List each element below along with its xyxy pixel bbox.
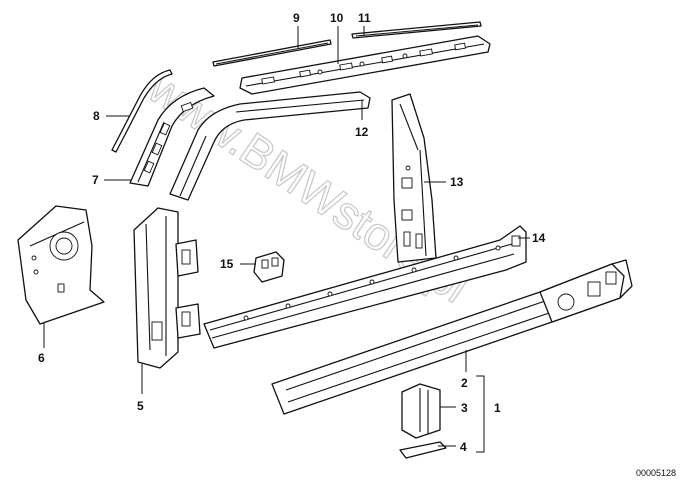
part-4-plate [399, 441, 447, 459]
callout-10: 10 [330, 11, 344, 25]
part-14-inner-sill [203, 225, 527, 349]
part-9-trim-strip [212, 39, 332, 67]
part-15-bracket [253, 251, 285, 283]
callout-14: 14 [532, 231, 546, 245]
callout-5: 5 [137, 399, 144, 413]
part-10-roof-rail [239, 35, 491, 95]
callout-12: 12 [355, 125, 369, 139]
part-11-trim-strip [351, 21, 482, 39]
part-12-roof-pillar [169, 91, 371, 201]
callout-1: 1 [494, 401, 501, 415]
part-6-inner-panel [17, 205, 105, 325]
part-5-a-pillar [133, 207, 201, 369]
drawing-code: 00005128 [636, 468, 676, 478]
part-2-rocker-panel [271, 259, 633, 415]
callout-13: 13 [450, 175, 464, 189]
callout-8: 8 [93, 109, 100, 123]
callout-9: 9 [293, 11, 300, 25]
part-8-seal-strip [111, 69, 173, 153]
part-3-jack-bracket [401, 383, 441, 439]
callout-15: 15 [220, 257, 234, 271]
callout-2: 2 [461, 376, 468, 390]
part-7-a-pillar-trim [129, 87, 215, 187]
callout-labels: 1 2 3 4 5 6 7 8 9 10 11 12 13 14 15 [38, 11, 546, 454]
callout-6: 6 [38, 351, 45, 365]
part-13-b-pillar [391, 93, 437, 263]
callout-3: 3 [461, 401, 468, 415]
callout-4: 4 [460, 440, 467, 454]
callout-7: 7 [92, 173, 99, 187]
leader-lines [43, 26, 530, 453]
callout-11: 11 [358, 11, 371, 25]
